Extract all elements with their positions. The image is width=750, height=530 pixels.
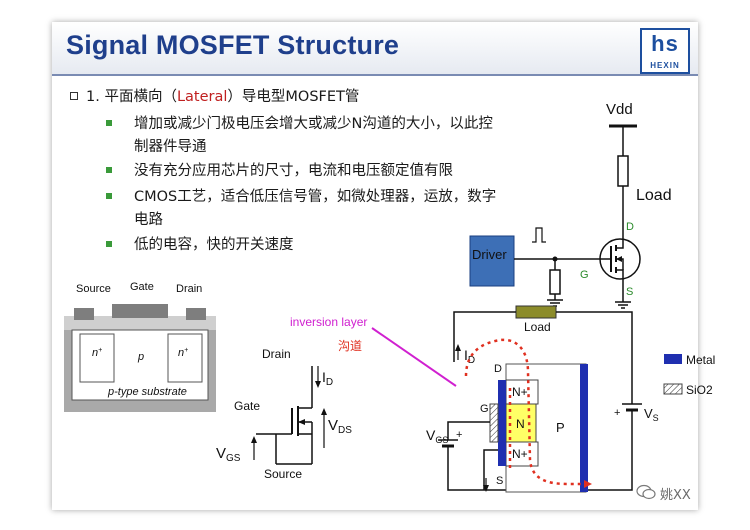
channel-cn-label: 沟道: [338, 339, 362, 353]
ch-id-label: ID: [464, 347, 475, 366]
source-contact: [74, 308, 94, 320]
n-plus-drain: [167, 333, 203, 383]
substrate-label: p-type substrate: [107, 386, 187, 398]
bullet-1-line1: 增加或减少门极电压会增大或减少N沟道的大小，以此控: [134, 116, 493, 132]
bullet-1-line2: 制器件导通: [134, 139, 207, 155]
ch-s-label: S: [496, 475, 503, 487]
vgs-plus: +: [456, 429, 462, 441]
bullet-3-line1: CMOS工艺，适合低压信号管，如微处理器，运放，数字: [134, 189, 497, 205]
n-plus-left-label: n+: [92, 347, 102, 359]
id-arrow-icon: [455, 344, 461, 351]
title-divider: [52, 74, 698, 76]
hexin-logo: hs HEXIN: [640, 28, 690, 74]
xs-gate-label: Gate: [130, 281, 154, 293]
mosfet-cross-section: Source Gate Drain n+ p n+ p-type substra…: [64, 281, 216, 412]
legend-metal-label: Metal: [686, 353, 715, 367]
sym-drain-label: Drain: [262, 347, 291, 361]
driver-circuit-diagram: Vdd Load D S Driver G: [469, 101, 672, 309]
load-resistor: [617, 155, 629, 187]
n-plus-bot-label: N+: [512, 447, 528, 461]
current-path: [464, 338, 588, 486]
watermark-text: 姚XX: [660, 488, 691, 503]
n-plus-top-region: [505, 379, 539, 405]
legend-sio2-label: SiO2: [686, 383, 713, 397]
logo-mark: hs: [651, 31, 679, 56]
is-arrow-icon: [483, 485, 489, 492]
heading-suffix: ）导电型MOSFET管: [227, 89, 360, 105]
metal-contact-top: [498, 380, 506, 404]
title-bar: [52, 22, 698, 74]
p-label: p: [137, 351, 144, 363]
n-plus-top-label: N+: [512, 385, 528, 399]
n-plus-source: [79, 333, 115, 383]
gate-metal: [498, 404, 506, 442]
n-channel-label: N: [516, 417, 525, 431]
sym-gate-label: Gate: [234, 399, 260, 413]
current-arrow-icon: [584, 480, 592, 488]
n-plus-right-label: n+: [178, 347, 188, 359]
slide-title: Signal MOSFET Structure: [66, 30, 400, 60]
heading-highlight: Lateral: [176, 89, 228, 105]
driver-label: Driver: [472, 247, 507, 262]
hollow-square-bullet-icon: [70, 92, 78, 100]
oxide-layer: [64, 316, 216, 330]
inversion-layer-label: inversion layer: [290, 315, 367, 329]
xs-source-label: Source: [76, 283, 111, 295]
bullet-2-line1: 没有充分应用芯片的尺寸，电流和电压额定值有限: [134, 163, 453, 179]
vds-arrow-icon: [321, 408, 327, 415]
sym-vds-label: VDS: [328, 417, 352, 436]
sym-source-label: Source: [264, 467, 302, 481]
wire: [447, 421, 490, 440]
gate-oxide: [489, 403, 499, 443]
arrow-icon: [298, 419, 305, 425]
metal-contact-bot: [498, 442, 506, 466]
wire: [453, 311, 516, 362]
green-square-bullet-icon: [106, 241, 112, 247]
green-square-bullet-icon: [106, 193, 112, 199]
sym-vgs-label: VGS: [216, 445, 241, 464]
source-s-label: S: [626, 286, 633, 298]
mosfet-symbol-circuit: Drain Gate Source ID VDS VGS: [216, 347, 352, 481]
load-label: Load: [636, 187, 672, 204]
body-metal: [580, 364, 588, 492]
load-block: [515, 305, 557, 319]
ch-d-label: D: [494, 363, 502, 375]
ch-g-label: G: [480, 403, 489, 415]
vs-plus: +: [614, 407, 620, 419]
pulse-icon: [532, 227, 546, 243]
wechat-icon: [636, 484, 656, 500]
p-region-label: P: [556, 420, 565, 435]
inversion-pointer: [371, 327, 457, 387]
load-label: Load: [524, 320, 551, 334]
legend-sio2-swatch: [663, 383, 683, 395]
vdd-label: Vdd: [606, 101, 633, 118]
ch-vgs-label: VGS: [426, 427, 448, 445]
drain-contact: [186, 308, 206, 320]
id-arrow-icon: [315, 381, 321, 388]
gate-resistor: [549, 269, 561, 295]
logo-text: HEXIN: [650, 61, 680, 70]
vgs-arrow-icon: [251, 436, 257, 443]
driver-block: [469, 235, 515, 287]
drain-d-label: D: [626, 221, 634, 233]
green-square-bullet-icon: [106, 167, 112, 173]
bullet-3-line2: 电路: [134, 212, 163, 228]
sym-id-label: ID: [322, 369, 333, 388]
xs-drain-label: Drain: [176, 283, 202, 295]
gate-contact: [112, 304, 168, 318]
slide: Signal MOSFET Structure hs HEXIN 1. 平面横向…: [52, 22, 715, 510]
bullet-4-line1: 低的电容，快的开关速度: [134, 237, 294, 253]
legend-metal-swatch: [664, 354, 682, 364]
wire: [556, 311, 633, 404]
arrow-icon: [616, 256, 622, 262]
gate-g-label: G: [580, 269, 589, 281]
heading-prefix: 1. 平面横向（: [86, 89, 177, 105]
green-square-bullet-icon: [106, 120, 112, 126]
wire: [616, 230, 624, 249]
wire: [447, 446, 484, 491]
inversion-channel-diagram: inversion layer 沟道 Load + VS ID D P N+ N…: [290, 305, 715, 493]
vs-label: VS: [644, 406, 659, 423]
wire: [483, 449, 498, 490]
section-heading: 1. 平面横向（Lateral）导电型MOSFET管: [86, 85, 359, 106]
